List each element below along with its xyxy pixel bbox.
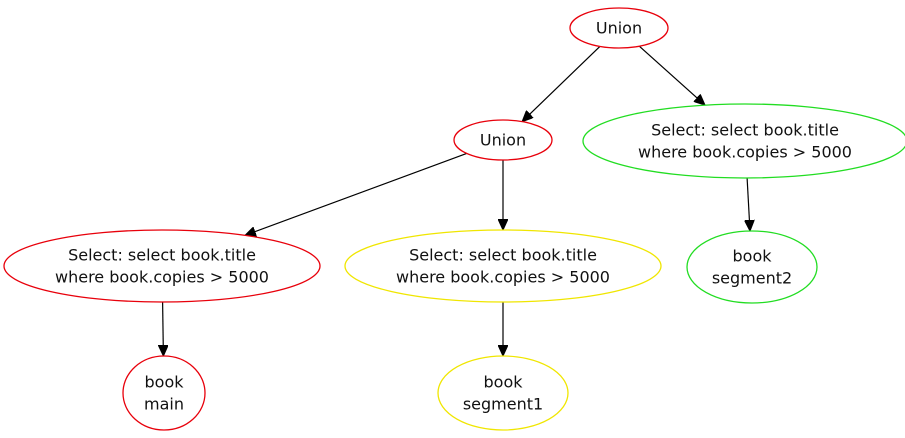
node-label-line: book [145,373,185,392]
node-label-line: where book.copies > 5000 [638,143,852,162]
node-label-line: where book.copies > 5000 [55,268,269,287]
node-ellipse [122,355,206,431]
node-select-segment1: Select: select book.title where book.copi… [344,229,662,303]
node-label-line: Select: select book.title [651,121,839,140]
node-ellipse [437,355,569,431]
node-select-segment2: Select: select book.title where book.copi… [582,103,905,179]
node-union-root: Union [569,7,669,49]
node-label-line: book [733,247,773,266]
node-ellipse [344,229,662,303]
node-label-line: segment1 [463,395,543,414]
edge-arrow-union_root-to-union_inner [522,45,601,121]
node-ellipse [3,229,321,303]
node-book-segment2: book segment2 [686,230,818,304]
edge-arrow-select_main-to-book_main [163,301,164,356]
edge-arrow-union_root-to-select_segment2 [638,45,705,105]
node-union-inner: Union [453,119,553,161]
node-label-line: book [484,373,524,392]
edges-layer [163,45,750,356]
node-ellipse [569,7,669,49]
node-label-line: main [144,395,184,414]
node-label-line: Select: select book.title [68,246,256,265]
node-ellipse [582,103,905,179]
node-label-line: Union [480,131,526,150]
edge-arrow-union_inner-to-select_main [245,152,467,235]
node-label-line: segment2 [712,269,792,288]
node-book-main: book main [122,355,206,431]
node-book-segment1: book segment1 [437,355,569,431]
edge-arrow-select_segment2-to-book_segment2 [747,177,750,231]
node-label-line: Select: select book.title [409,246,597,265]
node-label-line: Union [596,19,642,38]
node-label-line: where book.copies > 5000 [396,268,610,287]
node-select-main: Select: select book.title where book.copi… [3,229,321,303]
node-ellipse [453,119,553,161]
node-ellipse [686,230,818,304]
